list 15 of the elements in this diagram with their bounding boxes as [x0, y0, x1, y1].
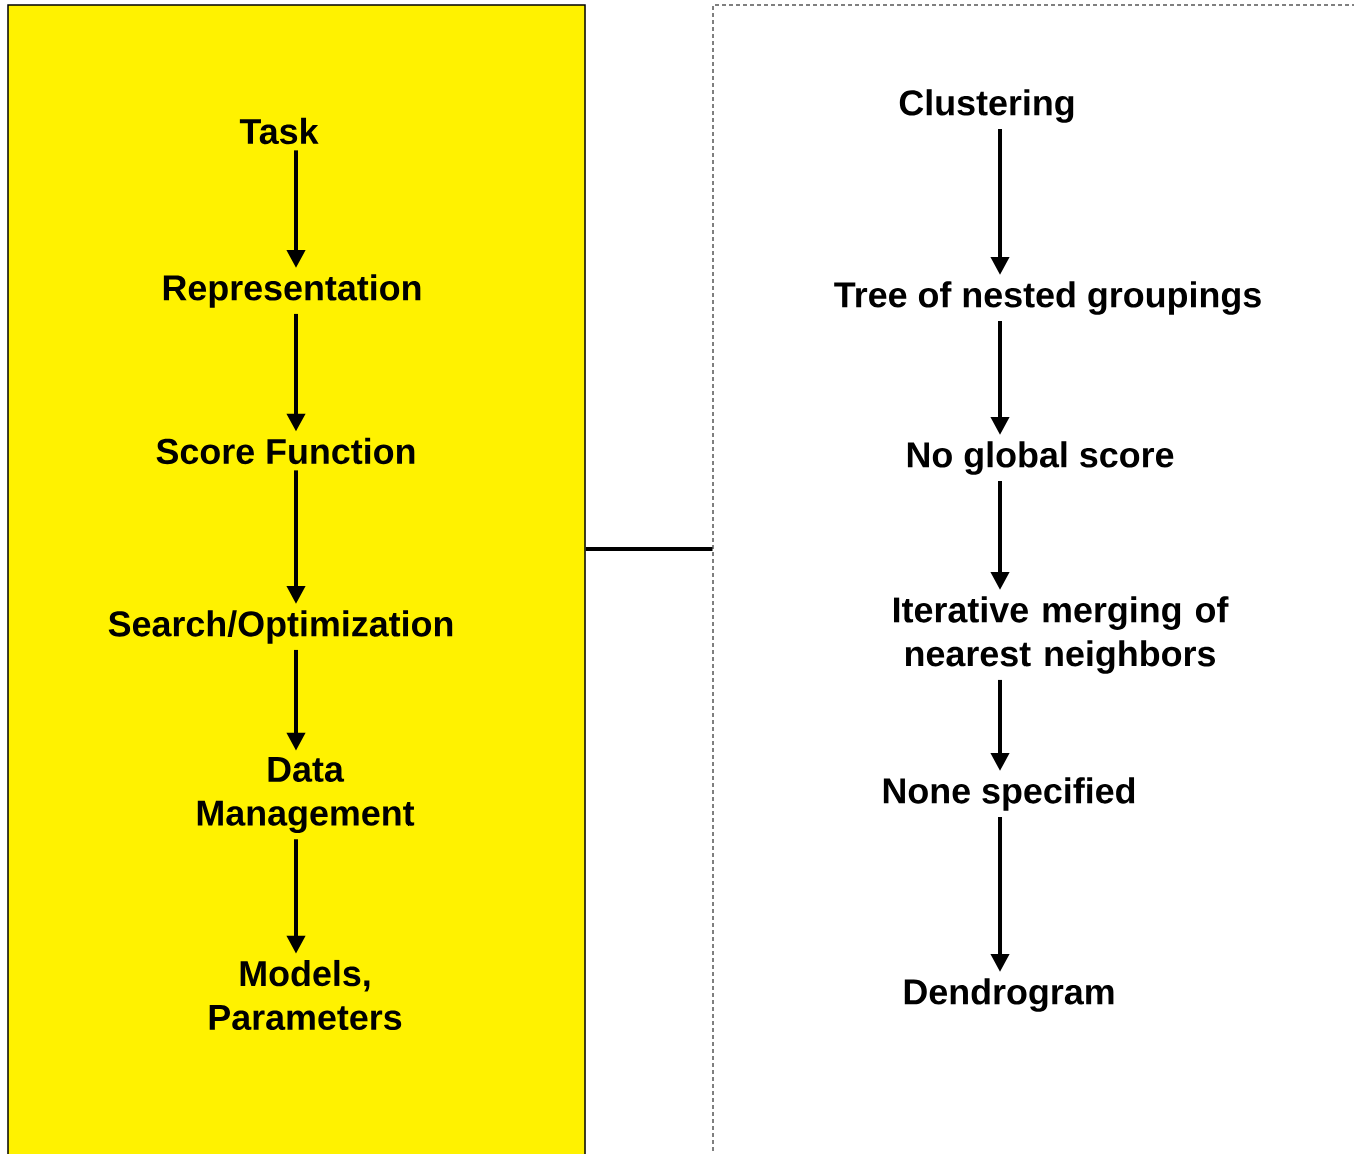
- step-label: Clustering: [899, 89, 1074, 123]
- step-label: Score Function: [156, 437, 415, 465]
- step-label: Tree of nested groupings: [834, 281, 1261, 315]
- step-label: Task: [239, 117, 319, 145]
- panel: [7, 4, 586, 1154]
- step-label: Data Management: [197, 756, 415, 834]
- step-label: Search/Optimization: [108, 610, 453, 644]
- step-label: Models, Parameters: [209, 959, 402, 1031]
- step-label: Representation: [163, 274, 421, 308]
- step-label: None specified: [883, 777, 1135, 811]
- panel: [712, 4, 1354, 1154]
- connector-line: [585, 547, 713, 551]
- step-label: Iterative merging of nearest neighbors: [894, 596, 1229, 674]
- step-label: No global score: [907, 441, 1174, 475]
- step-label: Dendrogram: [904, 978, 1114, 1012]
